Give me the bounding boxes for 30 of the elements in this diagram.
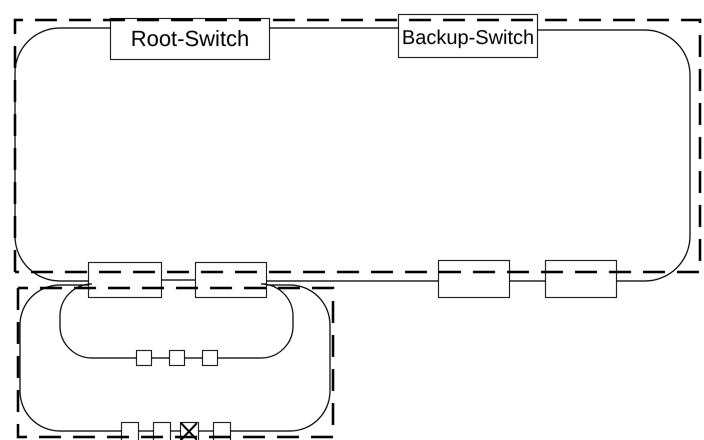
- connector-line: [231, 284, 331, 432]
- connector-line: [139, 430, 153, 432]
- port-box: [153, 422, 171, 440]
- port-box: [195, 262, 267, 298]
- port-box: [169, 350, 185, 366]
- connector-line: [270, 27, 398, 29]
- connector-line: [59, 283, 136, 359]
- switch-box: [110, 18, 270, 60]
- switch-label: Root-Switch: [130, 26, 250, 52]
- port-box: [545, 260, 617, 298]
- port-box: [88, 262, 162, 298]
- connector-line: [185, 357, 202, 359]
- connector-line: [171, 430, 180, 432]
- port-box: [202, 350, 218, 366]
- connector-line: [199, 430, 213, 432]
- connector-line: [218, 283, 294, 359]
- switch-label: Backup-Switch: [402, 26, 534, 50]
- connector-line: [510, 280, 545, 282]
- blocked-port-box: [180, 422, 199, 440]
- port-box: [121, 422, 139, 440]
- connector-line: [152, 357, 169, 359]
- port-box: [213, 422, 231, 440]
- port-box: [136, 350, 152, 366]
- connector-line: [538, 29, 691, 282]
- port-box: [438, 260, 510, 298]
- connector-line: [267, 280, 438, 282]
- connector-line: [14, 27, 110, 282]
- switch-box: [398, 14, 538, 58]
- connector-line: [19, 284, 121, 432]
- connector-line: [162, 279, 195, 281]
